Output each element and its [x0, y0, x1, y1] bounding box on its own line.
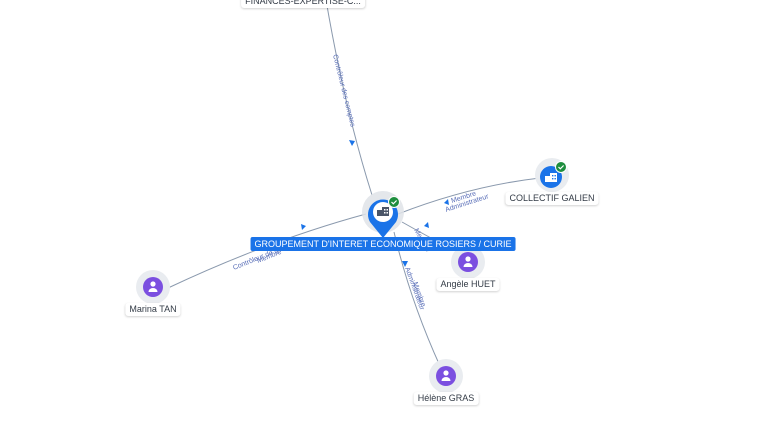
edge-top-center — [325, 0, 373, 196]
node-label-gras[interactable]: Hélène GRAS — [413, 392, 479, 405]
company-node-galien[interactable] — [535, 158, 569, 192]
edge-label: Contrôleur des comptes — [331, 54, 356, 128]
person-node-huet[interactable] — [451, 245, 485, 279]
edge-arrow — [349, 140, 355, 146]
node-label-tan[interactable]: Marina TAN — [125, 303, 181, 316]
edge-arrow — [444, 199, 449, 205]
person-node-gras[interactable] — [429, 359, 463, 393]
person-icon — [463, 256, 473, 267]
node-label-galien[interactable]: COLLECTIF GALIEN — [505, 192, 599, 205]
company-icon — [545, 173, 557, 182]
company-icon — [377, 207, 389, 216]
person-icon — [441, 370, 451, 381]
edge-arrow — [402, 261, 408, 267]
edge-galien-center — [397, 177, 541, 215]
node-label-huet[interactable]: Angèle HUET — [436, 278, 500, 291]
person-node-tan[interactable] — [136, 270, 170, 304]
edge-arrow — [301, 224, 306, 230]
edge-label: Administrateur — [403, 266, 425, 311]
verified-check-icon — [388, 196, 400, 208]
center-node-label[interactable]: GROUPEMENT D'INTERET ECONOMIQUE ROSIERS … — [250, 237, 516, 251]
verified-check-icon — [555, 161, 567, 173]
edge-arrow — [424, 222, 429, 228]
node-label-top[interactable]: FINANCES-EXPERTISE-C... — [241, 0, 365, 8]
person-icon — [148, 281, 158, 292]
center-node[interactable] — [362, 191, 404, 238]
